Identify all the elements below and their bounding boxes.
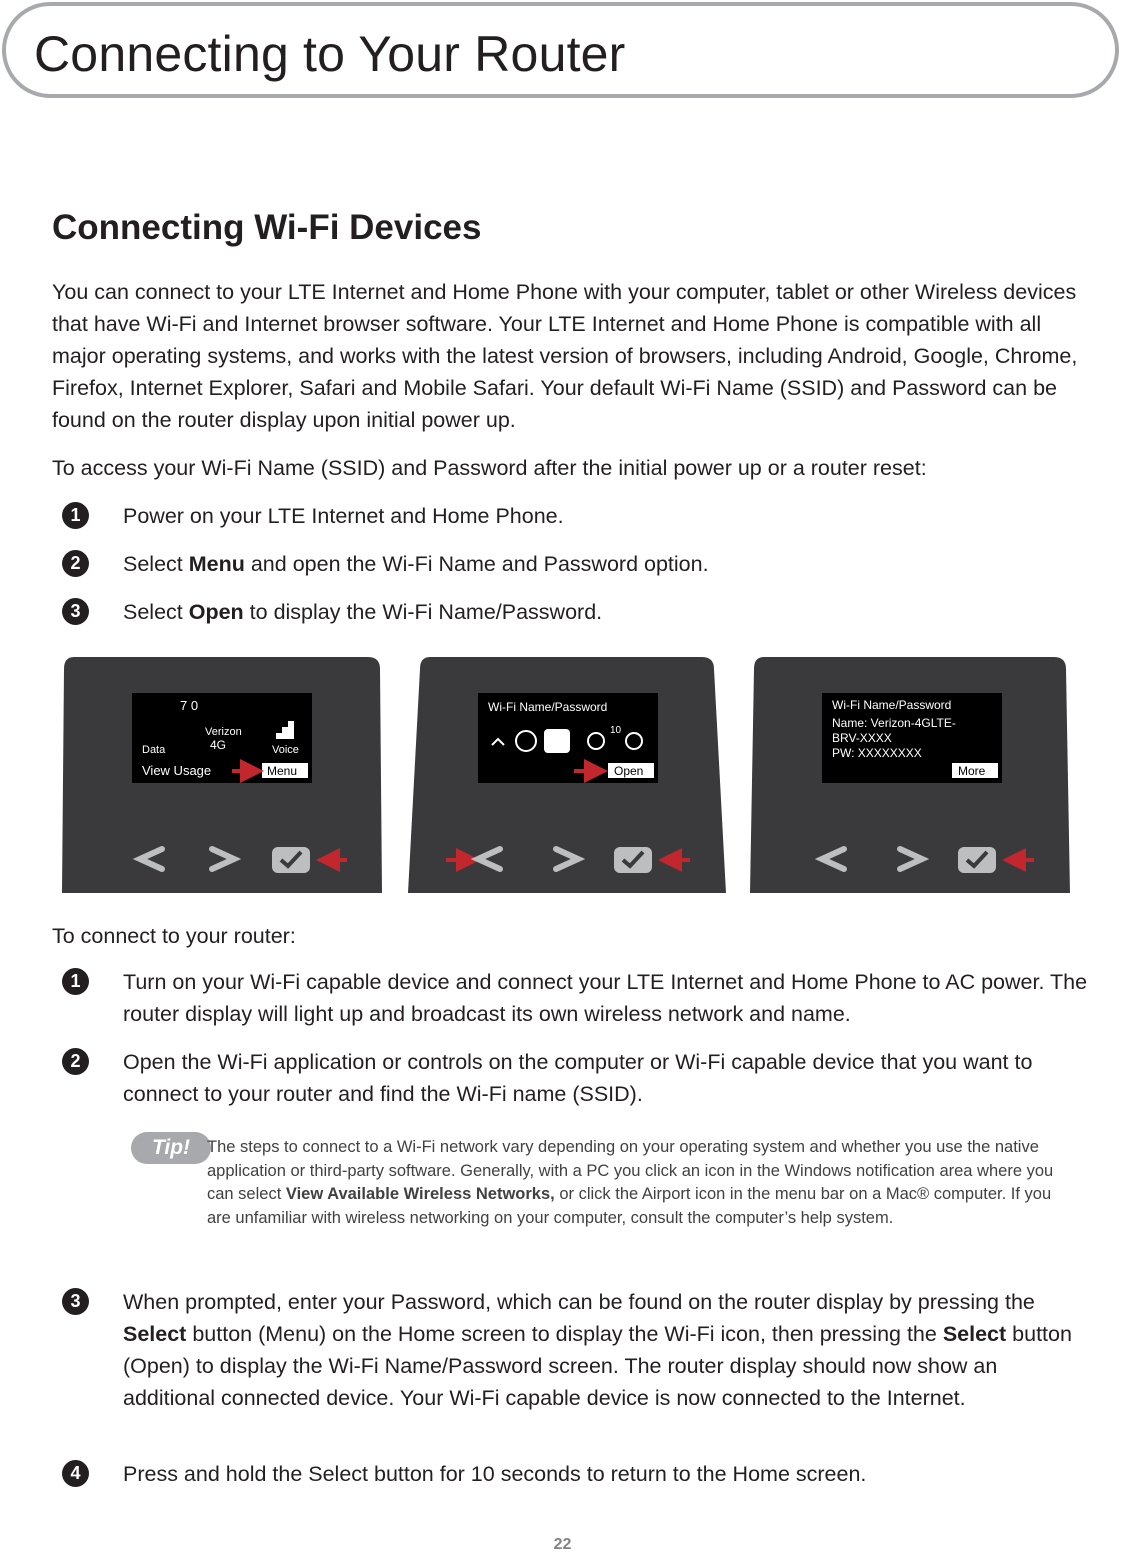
checkmark-icon — [965, 850, 989, 869]
connect-instructions-lead: To connect to your router: — [52, 924, 296, 948]
status-readout: 7 0 — [180, 698, 198, 713]
carrier-label: Verizon — [205, 726, 242, 738]
router-device-menu: Wi-Fi Name/Password 10 Open — [408, 657, 726, 893]
access-instructions-lead: To access your Wi-Fi Name (SSID) and Pas… — [52, 456, 927, 480]
header-banner — [2, 2, 1119, 98]
tip-text: The steps to connect to a Wi-Fi network … — [207, 1138, 1054, 1227]
checkmark-icon — [621, 850, 645, 869]
checkmark-icon — [279, 850, 303, 869]
step-number-badge: 3 — [62, 598, 89, 625]
step-number-badge: 1 — [62, 968, 89, 995]
open-keyword: Open — [188, 600, 244, 624]
open-softkey[interactable] — [608, 763, 654, 778]
step-text: Turn on your Wi-Fi capable device and co… — [123, 970, 1088, 1026]
screen-title: Wi-Fi Name/Password — [832, 698, 951, 712]
left-nav-button[interactable] — [132, 846, 165, 872]
router-device-detail: Wi-Fi Name/Password Name: Verizon-4GLTE-… — [750, 657, 1070, 893]
step-number-badge: 2 — [62, 1048, 89, 1075]
menu-keyword: Menu — [188, 552, 245, 576]
password-line: PW: XXXXXXXX — [832, 746, 922, 760]
svg-text:Menu: Menu — [267, 764, 297, 778]
menu-softkey[interactable] — [262, 763, 308, 778]
signal-bars-icon — [270, 721, 294, 739]
step-number-badge: 4 — [62, 1460, 89, 1487]
step-text: Power on your LTE Internet and Home Phon… — [123, 504, 564, 528]
left-nav-button[interactable] — [470, 846, 503, 872]
step-text: When prompted, enter your Password, whic… — [123, 1290, 1072, 1410]
tip-badge: Tip! — [131, 1132, 211, 1164]
select-keyword: Select — [123, 1322, 187, 1346]
network-label: 4G — [210, 738, 226, 752]
page-title: Connecting to Your Router — [34, 26, 626, 82]
right-nav-button[interactable] — [897, 846, 930, 872]
page-number: 22 — [553, 1536, 572, 1553]
ssid-line-1: Name: Verizon-4GLTE- — [832, 716, 956, 730]
right-nav-button[interactable] — [209, 846, 242, 872]
right-nav-button[interactable] — [553, 846, 586, 872]
ssid-line-2: BRV-XXXX — [832, 731, 892, 745]
step-text: Select Menu and open the Wi-Fi Name and … — [123, 552, 709, 576]
step-number-badge: 1 — [62, 502, 89, 529]
screen-title: Wi-Fi Name/Password — [488, 700, 607, 714]
step-text: Select Open to display the Wi-Fi Name/Pa… — [123, 600, 603, 624]
left-nav-button[interactable] — [814, 846, 847, 872]
section-heading: Connecting Wi-Fi Devices — [52, 208, 482, 247]
data-label: Data — [142, 744, 166, 756]
step-text: Press and hold the Select button for 10 … — [123, 1462, 867, 1486]
step-number-badge: 2 — [62, 550, 89, 577]
intro-paragraph: You can connect to your LTE Internet and… — [52, 280, 1078, 432]
router-display-figure: 7 0 Data Verizon 4G Voice View Usage Men… — [62, 657, 1070, 893]
device-count-badge: 10 — [610, 725, 622, 736]
svg-text:More: More — [958, 764, 986, 778]
home-icon — [491, 737, 505, 746]
step-number-badge: 3 — [62, 1288, 89, 1315]
menu-option-icon — [515, 730, 537, 752]
bluetooth-icon — [587, 732, 605, 750]
router-device-home: 7 0 Data Verizon 4G Voice View Usage Men… — [62, 657, 382, 893]
select-keyword: Select — [942, 1322, 1007, 1346]
settings-icon — [625, 732, 643, 750]
svg-text:Open: Open — [614, 764, 643, 778]
more-softkey[interactable] — [952, 763, 998, 778]
step-text: Open the Wi-Fi application or controls o… — [123, 1050, 1033, 1106]
view-usage-label: View Usage — [142, 763, 211, 778]
view-networks-keyword: View Available Wireless Networks, — [285, 1185, 555, 1203]
voice-label: Voice — [272, 744, 299, 756]
wifi-option-icon[interactable] — [544, 729, 570, 753]
